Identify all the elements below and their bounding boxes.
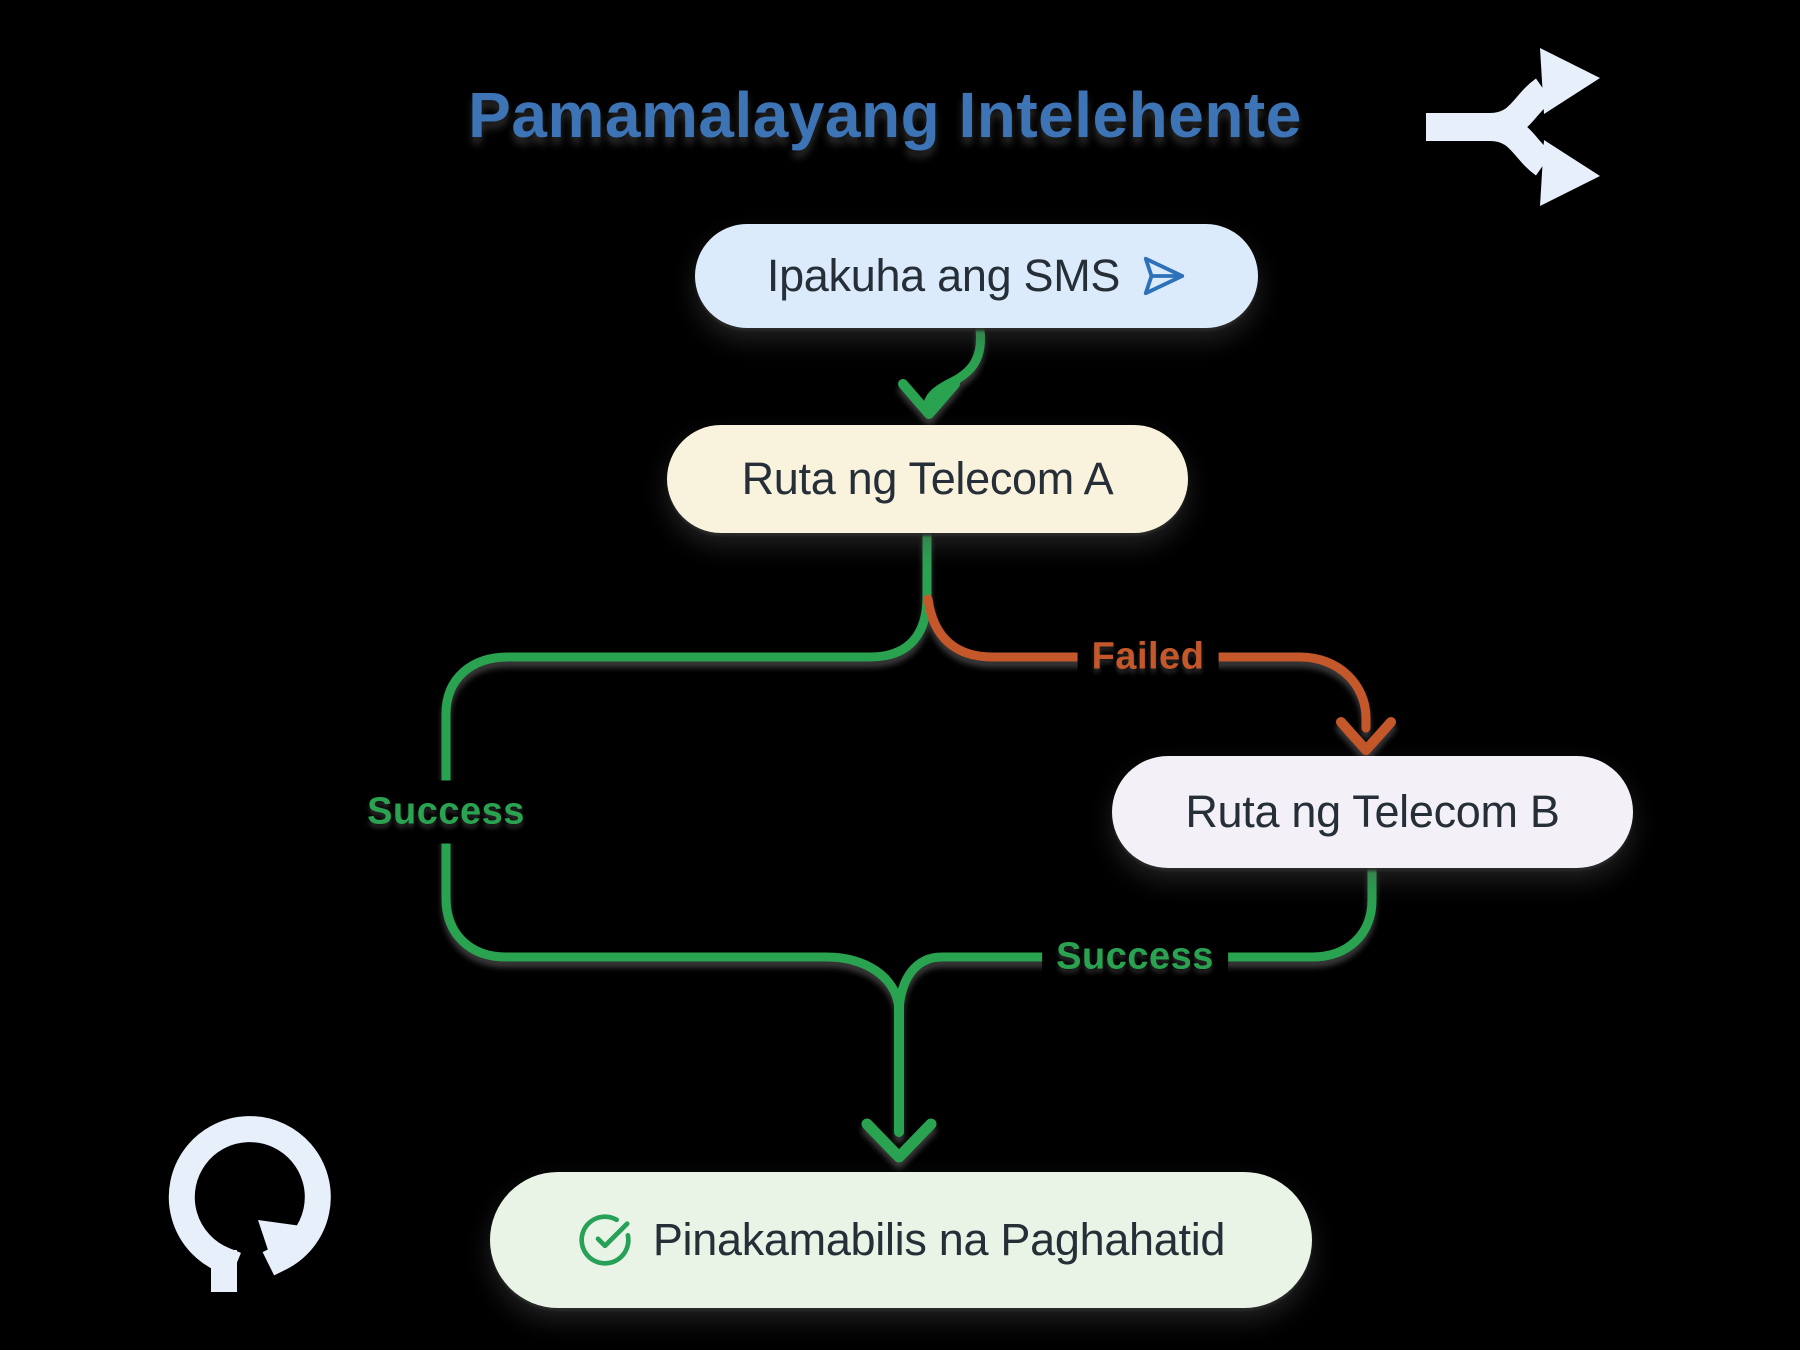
- node-get-sms: Ipakuha ang SMS: [695, 224, 1258, 328]
- edge-telecom-a-failed: [923, 594, 1371, 733]
- edge-sms-to-telecom-a: [923, 325, 985, 411]
- node-get-sms-label: Ipakuha ang SMS: [766, 250, 1121, 301]
- branch-split-icon: [1416, 38, 1648, 221]
- branch-arrowhead-up: [1540, 48, 1600, 114]
- node-telecom-b-label: Ruta ng Telecom B: [1185, 786, 1560, 837]
- edge-sms-to-telecom-a-arrowhead: [898, 379, 960, 419]
- edge-telecom-b-success: [894, 863, 1377, 1015]
- branch-arrowhead-down: [1540, 140, 1600, 206]
- page-title: Pamamalayang Intelehente: [468, 79, 1302, 151]
- node-telecom-a-label: Ruta ng Telecom A: [741, 453, 1114, 504]
- edge-merged-arrowhead: [861, 1118, 937, 1163]
- branch-arm-down: [1488, 113, 1553, 176]
- refresh-arc: [168, 1116, 331, 1277]
- edge-label-failed-a: Failed: [1077, 629, 1219, 685]
- refresh-arrowhead: [258, 1220, 316, 1274]
- refresh-icon: [158, 1106, 348, 1301]
- node-telecom-b: Ruta ng Telecom B: [1112, 756, 1633, 868]
- send-icon: [1140, 253, 1186, 299]
- node-fastest-delivery-label: Pinakamabilis na Paghahatid: [652, 1214, 1226, 1265]
- edge-label-success-b: Success: [1042, 929, 1228, 985]
- edge-telecom-a-success: [441, 528, 932, 1015]
- node-telecom-a: Ruta ng Telecom A: [667, 425, 1188, 533]
- edge-label-success-a: Success: [357, 780, 535, 844]
- node-fastest-delivery: Pinakamabilis na Paghahatid: [490, 1172, 1312, 1308]
- check-circle-icon: [577, 1212, 633, 1268]
- edge-failed-arrowhead: [1336, 717, 1396, 755]
